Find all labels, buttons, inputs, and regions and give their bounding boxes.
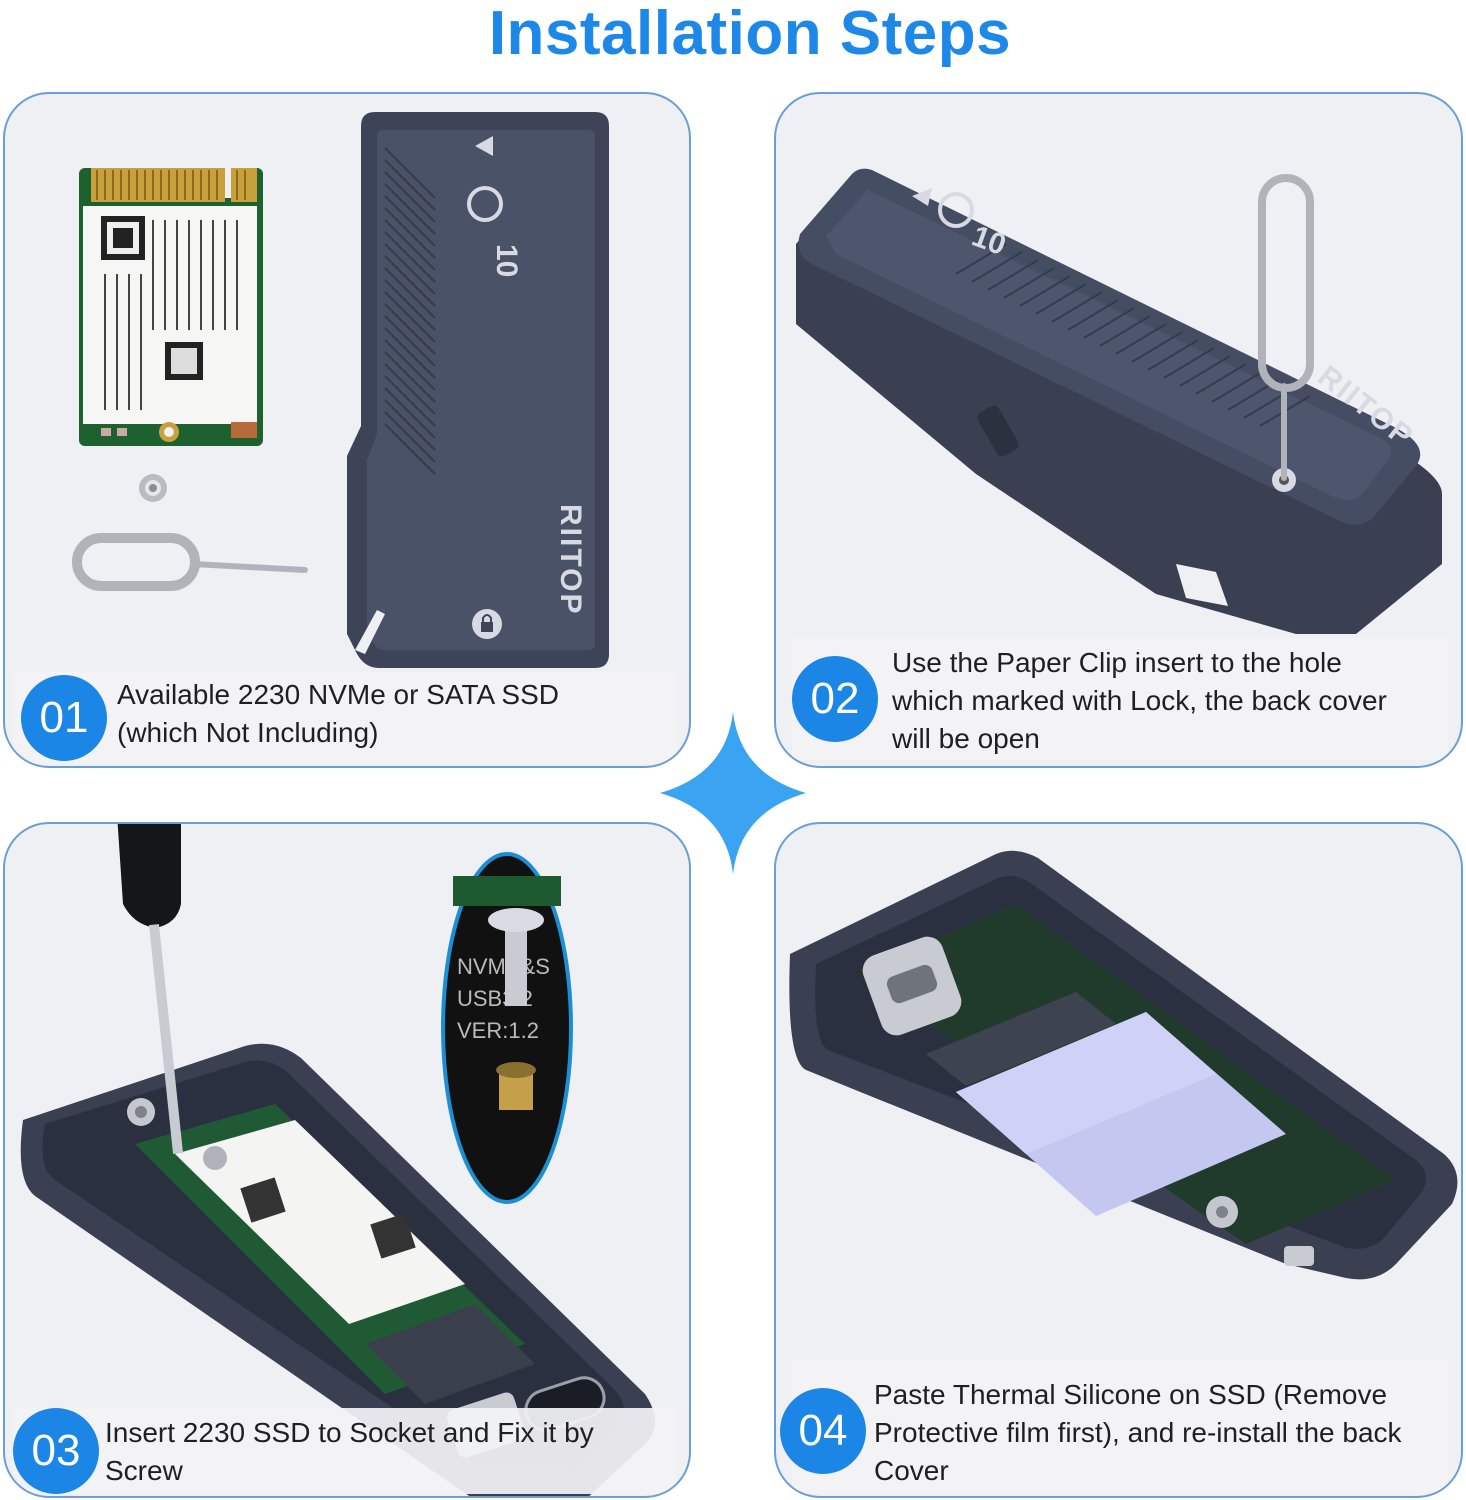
step-4-text-line2: Protective film first), and re-install t…	[874, 1417, 1402, 1448]
step-3-caption: 03 Insert 2230 SSD to Socket and Fix it …	[13, 1408, 677, 1494]
svg-text:NVME&S: NVME&S	[457, 954, 550, 979]
step-number-badge: 03	[13, 1408, 99, 1494]
svg-text:10: 10	[490, 244, 523, 277]
ssd-module	[79, 168, 263, 446]
sparkle-icon	[660, 712, 806, 874]
step-4-text-line3: Cover	[874, 1455, 949, 1486]
step-1-panel: 10 RIITOP 01 Available 2230 NVMe or SATA…	[3, 92, 691, 768]
step-4-photo	[789, 850, 1458, 1280]
step-1-text-line2: (which Not Including)	[117, 717, 379, 748]
step-number-badge: 04	[780, 1388, 866, 1474]
paper-clip-tool	[1258, 174, 1314, 481]
step-2-text-line3: will be open	[892, 723, 1040, 754]
step-number-badge: 02	[792, 656, 878, 742]
step-4-text-line1: Paste Thermal Silicone on SSD (Remove	[874, 1379, 1388, 1410]
step-2-text-line2: which marked with Lock, the back cover	[892, 685, 1387, 716]
arrow-icon	[475, 136, 493, 156]
step-number-badge: 01	[21, 675, 107, 761]
step-4-caption: 04 Paste Thermal Silicone on SSD (Remove…	[780, 1360, 1448, 1494]
screw-icon	[139, 474, 167, 502]
step-3-photo: NVME&S USB3.2 VER:1.2	[20, 824, 655, 1496]
step-2-text-line1: Use the Paper Clip insert to the hole	[892, 647, 1342, 678]
screwdriver-tool	[117, 824, 227, 1170]
enclosure-top-view: 10 RIITOP	[347, 112, 609, 668]
step-2-caption: 02 Use the Paper Clip insert to the hole…	[792, 638, 1448, 760]
zoom-inset: NVME&S USB3.2 VER:1.2	[441, 852, 573, 1204]
arrow-icon	[912, 188, 932, 206]
open-enclosure	[20, 1043, 655, 1496]
enclosure-angled-view: 10 RIITOP	[796, 168, 1442, 634]
open-enclosure-with-pad	[789, 850, 1458, 1280]
step-2-photo: 10 RIITOP	[796, 168, 1442, 634]
screw-icon	[488, 908, 544, 932]
step-1-text-line1: Available 2230 NVMe or SATA SSD	[117, 679, 559, 710]
page-title: Installation Steps	[488, 0, 1012, 68]
step-3-panel: NVME&S USB3.2 VER:1.2 03 Insert 2230 SSD…	[3, 822, 691, 1498]
step-2-panel: 10 RIITOP 02 Use the Paper Clip insert t…	[774, 92, 1463, 768]
svg-text:VER:1.2: VER:1.2	[457, 1018, 539, 1043]
step-4-panel: 04 Paste Thermal Silicone on SSD (Remove…	[774, 822, 1463, 1498]
step-3-text-line2: Screw	[105, 1455, 183, 1486]
step-1-caption: 01 Available 2230 NVMe or SATA SSD (whic…	[13, 672, 677, 764]
step-3-text-line1: Insert 2230 SSD to Socket and Fix it by	[105, 1417, 594, 1448]
step-1-photo: 10 RIITOP	[72, 112, 609, 668]
lock-icon	[472, 609, 502, 639]
paper-clip-tool	[72, 533, 308, 591]
svg-text:RIITOP: RIITOP	[554, 504, 587, 615]
ssd-label	[175, 1120, 465, 1324]
